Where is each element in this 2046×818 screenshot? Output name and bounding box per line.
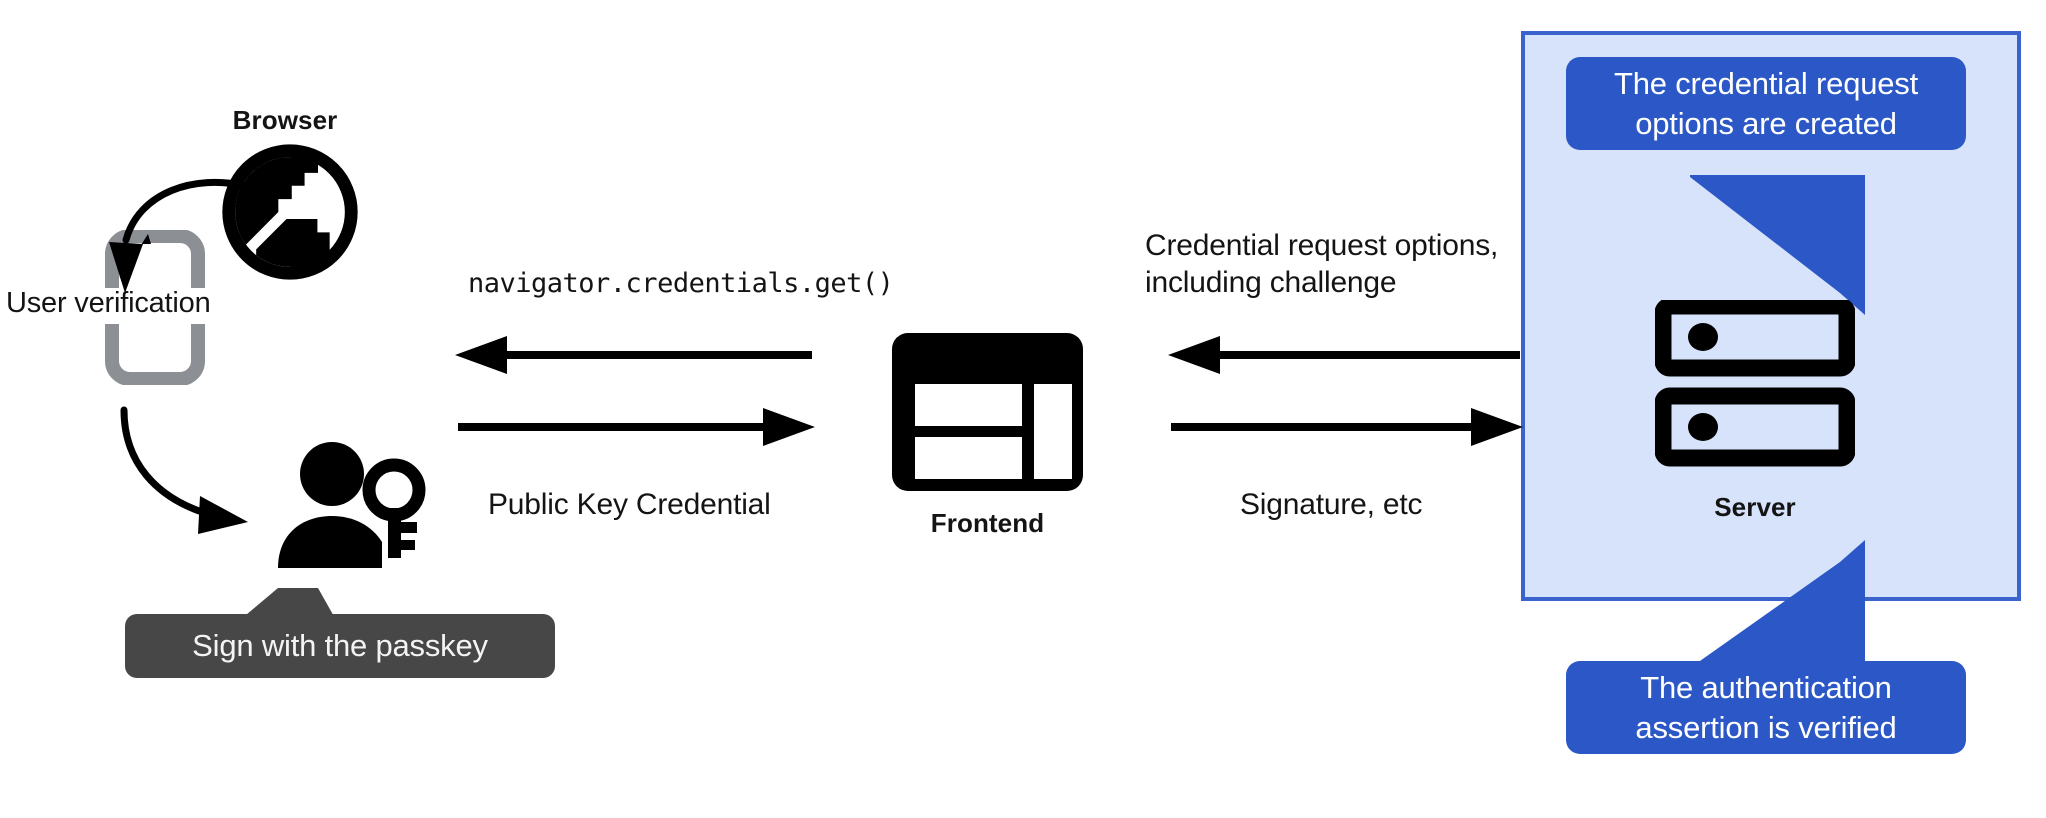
- frontend-label: Frontend: [930, 508, 1045, 538]
- curved-arrow-browser-to-phone-icon: [109, 178, 249, 293]
- server-label: Server: [1714, 492, 1796, 522]
- browser-label: Browser: [232, 105, 338, 135]
- server-bottom-callout: The authentication assertion is verified: [1566, 661, 1966, 754]
- arrow-left-frontend-to-browser-icon: [455, 336, 812, 374]
- arrow-right-frontend-to-server-icon: [1171, 408, 1523, 446]
- server-racks-icon: [1655, 300, 1855, 467]
- curved-arrow-phone-to-user-icon: [120, 406, 248, 534]
- arrow-right-browser-to-frontend-icon: [458, 408, 815, 446]
- passkey-callout: Sign with the passkey: [125, 614, 555, 678]
- public-key-credential-label: Public Key Credential: [488, 488, 771, 521]
- passkey-callout-tail-icon: [240, 588, 336, 620]
- credential-request-options-label: Credential request options, including ch…: [1145, 229, 1499, 299]
- arrow-left-server-to-frontend-icon: [1168, 336, 1520, 374]
- bottom-callout-tail-icon: [1690, 540, 1865, 670]
- signature-etc-label: Signature, etc: [1240, 488, 1423, 521]
- navigator-credentials-get-label: navigator.credentials.get(): [468, 268, 894, 299]
- user-verification-label-backdrop: [0, 288, 262, 324]
- web-layout-icon: [892, 333, 1083, 491]
- globe-icon: [222, 144, 358, 280]
- server-top-callout: The credential request options are creat…: [1566, 57, 1966, 150]
- user-verification-label: User verification: [6, 287, 211, 319]
- top-callout-tail-icon: [1690, 175, 1865, 315]
- person-with-key-icon: [278, 442, 426, 568]
